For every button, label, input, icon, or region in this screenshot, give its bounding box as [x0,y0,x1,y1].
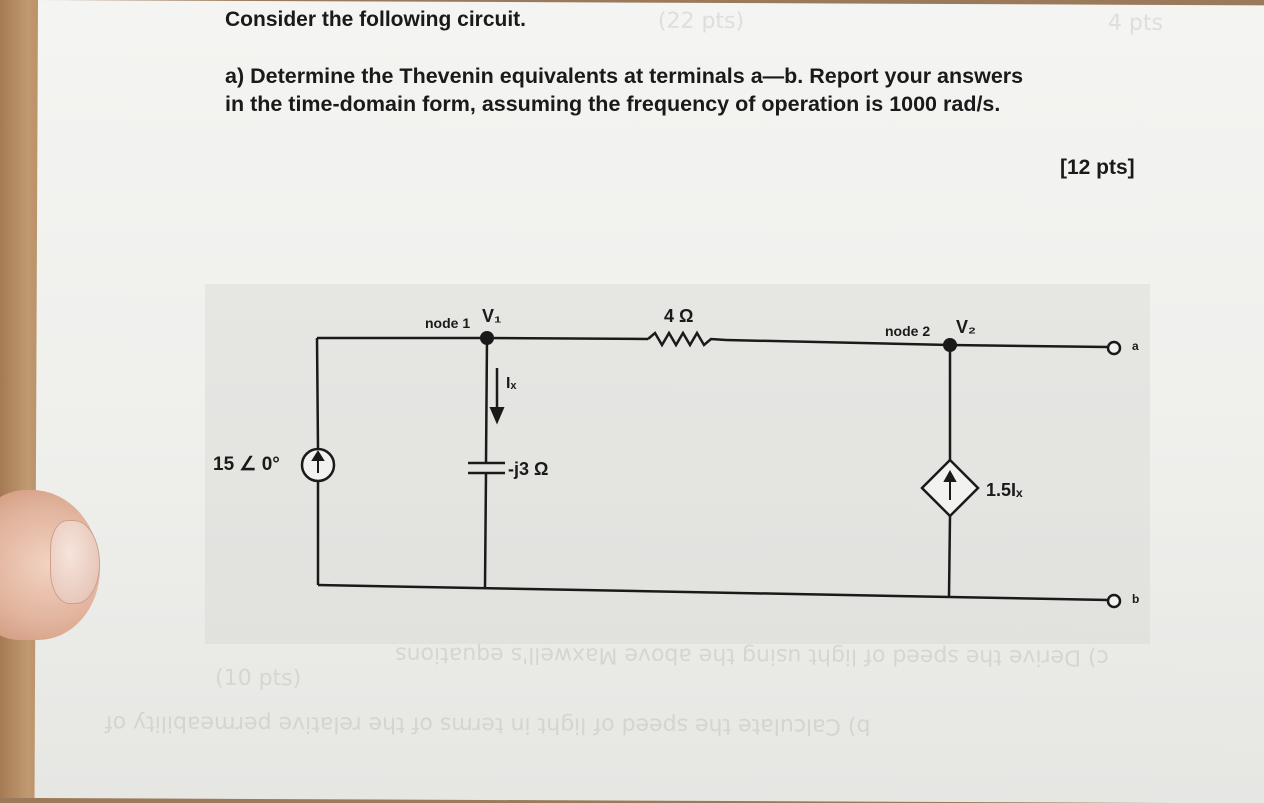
dependent-source-label: 1.5Iₓ [986,480,1023,500]
question-part-a-line-1: a) Determine the Thevenin equivalents at… [225,64,1024,88]
wire-resistor-to-node2 [725,338,951,347]
up-arrowhead-icon [943,469,957,482]
question-intro: Consider the following circuit. [225,8,527,31]
source-label: 15 ∠ 0° [213,454,280,475]
resistor-label: 4 Ω [664,306,693,326]
question-part-a-line-2: in the time-domain form, assuming the fr… [225,92,1001,116]
node-2-dot [943,338,957,352]
node-1-label: node 1 [425,315,470,331]
terminal-b-label: b [1132,592,1139,606]
points-label: [12 pts] [1060,156,1135,179]
wire-capacitor-to-bottom [483,472,488,588]
wire-bottom [317,583,1109,602]
wire-node2-to-a [949,343,1109,349]
terminal-a-label: a [1132,339,1139,353]
current-label: Iₓ [506,375,516,392]
wire-dep-source-to-bottom [947,515,952,597]
node-1-dot [480,331,494,345]
v1-label: V₁ [482,306,501,326]
node-2-label: node 2 [885,323,930,339]
terminal-a-circle [1106,340,1122,356]
wire-node1-to-capacitor [484,337,489,464]
v2-label: V₂ [956,317,976,337]
up-arrowhead-icon [311,450,325,461]
wire-left-upper [315,337,320,450]
terminal-b-circle [1106,593,1122,609]
resistor-4-ohm [647,330,727,348]
capacitor-label: -j3 Ω [508,459,548,479]
current-arrowhead-icon [489,407,505,425]
fingernail [50,520,100,604]
wire-node1-to-resistor [486,336,649,341]
